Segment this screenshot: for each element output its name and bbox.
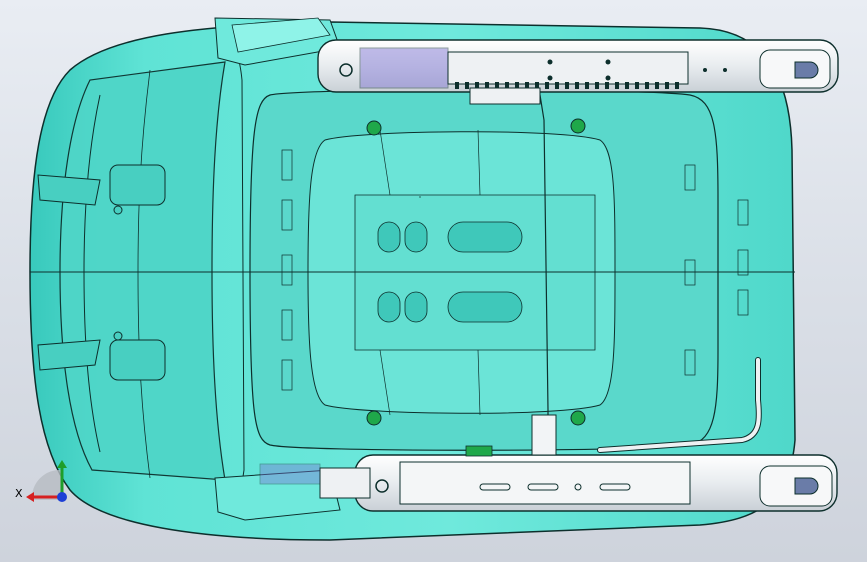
orientation-triad: X	[15, 460, 67, 502]
seat-track-rail-bottom[interactable]	[259, 445, 838, 512]
seat-cushion	[29, 17, 796, 541]
x-axis-label: X	[15, 487, 23, 500]
release-cable[interactable]	[469, 87, 762, 456]
z-axis-dot	[57, 492, 67, 502]
seat-track-rail-top[interactable]	[317, 39, 839, 93]
rail-slots-bottom	[479, 483, 631, 491]
rail-teeth-top	[455, 82, 679, 89]
